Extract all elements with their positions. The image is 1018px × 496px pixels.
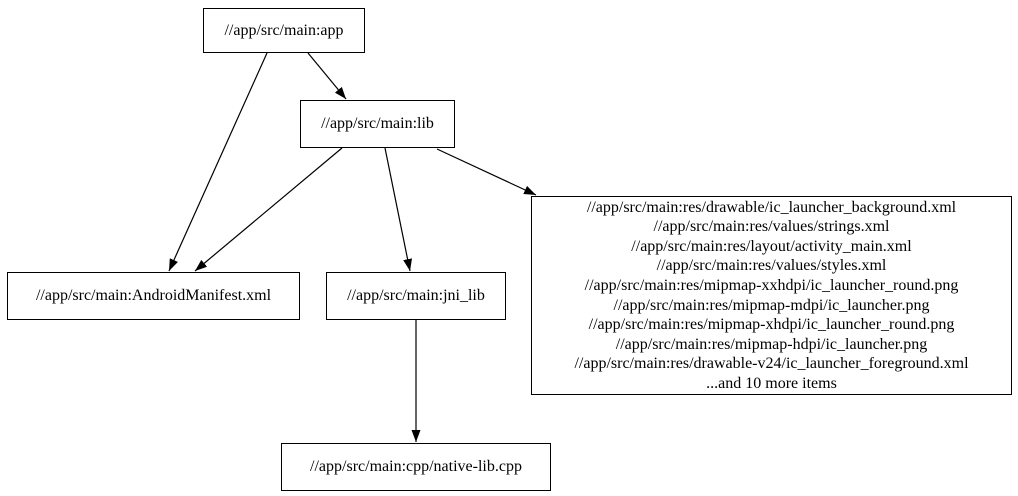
res-file-line: //app/src/main:res/mipmap-hdpi/ic_launch… (615, 335, 928, 353)
node-jni-lib: //app/src/main:jni_lib (326, 272, 506, 320)
res-file-line: //app/src/main:res/values/styles.xml (656, 257, 887, 275)
res-file-line: //app/src/main:res/drawable/ic_launcher_… (586, 198, 957, 216)
node-native-lib-cpp-label: //app/src/main:cpp/native-lib.cpp (310, 458, 522, 476)
node-jni-lib-label: //app/src/main:jni_lib (347, 287, 485, 305)
node-native-lib-cpp: //app/src/main:cpp/native-lib.cpp (281, 443, 551, 491)
edge-app-to-manifest (168, 52, 268, 272)
edge-lib-to-res-files (436, 148, 537, 196)
node-app-label: //app/src/main:app (224, 21, 344, 39)
node-res-files: //app/src/main:res/drawable/ic_launcher_… (531, 196, 1012, 395)
res-file-line: //app/src/main:res/mipmap-xxhdpi/ic_laun… (584, 276, 959, 294)
res-file-line: //app/src/main:res/layout/activity_main.… (631, 237, 912, 255)
res-file-line: //app/src/main:res/values/strings.xml (653, 218, 890, 236)
res-file-line: //app/src/main:res/mipmap-mdpi/ic_launch… (613, 296, 930, 314)
res-files-more-items: ...and 10 more items (706, 374, 837, 392)
node-app: //app/src/main:app (203, 8, 365, 53)
res-file-line: //app/src/main:res/drawable-v24/ic_launc… (574, 355, 969, 373)
node-lib-label: //app/src/main:lib (321, 115, 434, 133)
res-file-line: //app/src/main:res/mipmap-xhdpi/ic_launc… (588, 316, 955, 334)
edge-app-to-lib (307, 52, 347, 100)
node-lib: //app/src/main:lib (300, 100, 455, 148)
node-android-manifest-label: //app/src/main:AndroidManifest.xml (35, 287, 272, 305)
edge-lib-to-manifest (194, 147, 343, 272)
edge-lib-to-jni-lib (384, 147, 413, 272)
node-android-manifest: //app/src/main:AndroidManifest.xml (7, 272, 300, 320)
